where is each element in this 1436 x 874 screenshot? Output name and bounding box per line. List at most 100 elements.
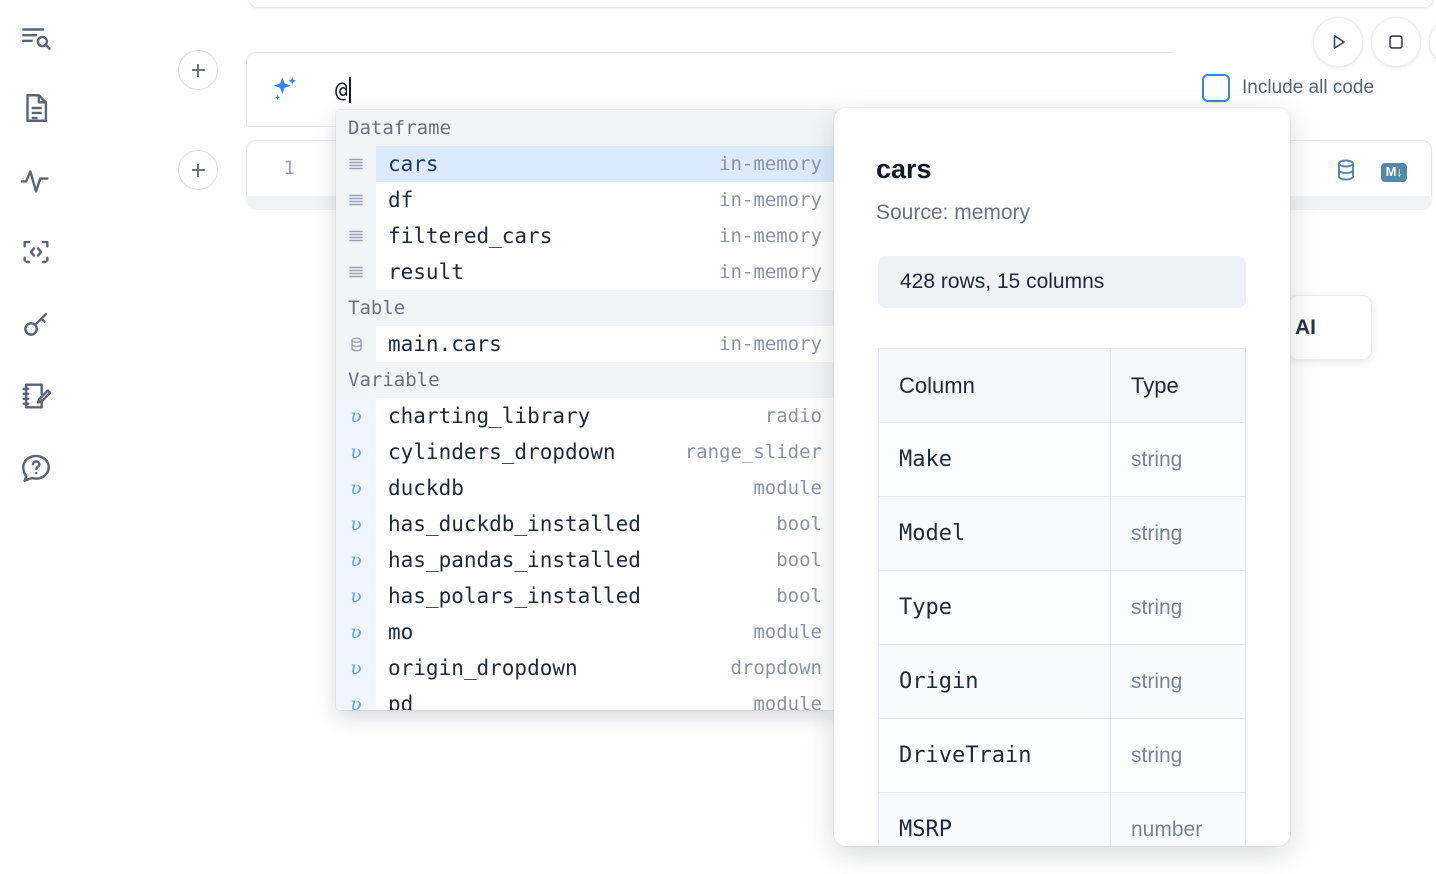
autocomplete-item-kind: bool bbox=[776, 513, 822, 535]
autocomplete-item[interactable]: ʋ has_duckdb_installed bool bbox=[336, 506, 836, 542]
autocomplete-item-name: has_duckdb_installed bbox=[388, 512, 641, 536]
autocomplete-item-kind: in-memory bbox=[719, 333, 822, 355]
variable-icon: ʋ bbox=[336, 542, 376, 578]
variable-icon: ʋ bbox=[336, 650, 376, 686]
schema-column-name: Make bbox=[878, 422, 1111, 497]
variable-icon: ʋ bbox=[336, 686, 376, 710]
dataframe-rows-icon bbox=[336, 182, 376, 218]
autocomplete-item-name: origin_dropdown bbox=[388, 656, 578, 680]
autocomplete-item[interactable]: ʋ charting_library radio bbox=[336, 398, 836, 434]
schema-column-type: string bbox=[1110, 644, 1246, 719]
code-snippet-icon[interactable] bbox=[12, 228, 60, 276]
autocomplete-item-name: result bbox=[388, 260, 464, 284]
schema-type-header: Type bbox=[1110, 348, 1246, 423]
activity-icon[interactable] bbox=[12, 156, 60, 204]
text-caret bbox=[348, 77, 351, 103]
schema-column-name: DriveTrain bbox=[878, 718, 1111, 793]
autocomplete-item-name: main.cars bbox=[388, 332, 502, 356]
more-actions-button[interactable] bbox=[1429, 17, 1436, 67]
database-table-icon bbox=[336, 326, 376, 362]
run-button[interactable] bbox=[1313, 17, 1363, 67]
variable-icon: ʋ bbox=[336, 398, 376, 434]
autocomplete-item-name: has_pandas_installed bbox=[388, 548, 641, 572]
key-icon[interactable] bbox=[12, 300, 60, 348]
sidebar-rail bbox=[0, 0, 72, 874]
autocomplete-group-header: Variable bbox=[336, 362, 836, 398]
autocomplete-item[interactable]: ʋ has_pandas_installed bool bbox=[336, 542, 836, 578]
ai-prompt-value: @ bbox=[335, 78, 348, 102]
include-all-code-row[interactable]: Include all code bbox=[1202, 74, 1374, 102]
markdown-icon[interactable]: M↓ bbox=[1380, 163, 1407, 182]
database-icon[interactable] bbox=[1333, 157, 1359, 188]
autocomplete-item-kind: dropdown bbox=[730, 657, 822, 679]
scratchpad-edit-icon[interactable] bbox=[12, 372, 60, 420]
ai-sparkles-icon bbox=[269, 73, 301, 105]
dataframe-rows-icon bbox=[336, 218, 376, 254]
autocomplete-item-kind: in-memory bbox=[719, 225, 822, 247]
autocomplete-group-header: Table bbox=[336, 290, 836, 326]
variable-icon: ʋ bbox=[336, 506, 376, 542]
outline-search-icon[interactable] bbox=[12, 14, 60, 62]
autocomplete-item-kind: range_slider bbox=[684, 441, 822, 463]
autocomplete-item-name: duckdb bbox=[388, 476, 464, 500]
autocomplete-item-name: charting_library bbox=[388, 404, 591, 428]
add-cell-below-button[interactable] bbox=[178, 150, 218, 190]
autocomplete-item-kind: radio bbox=[764, 405, 822, 427]
autocomplete-item-kind: module bbox=[753, 693, 822, 710]
ai-pill-label: AI bbox=[1295, 315, 1316, 339]
cell-action-icons: M↓ bbox=[1333, 157, 1407, 188]
autocomplete-item[interactable]: filtered_cars in-memory bbox=[336, 218, 836, 254]
previous-cell-edge bbox=[248, 0, 1434, 8]
autocomplete-item[interactable]: ʋ origin_dropdown dropdown bbox=[336, 650, 836, 686]
detail-shape-badge: 428 rows, 15 columns bbox=[878, 256, 1246, 308]
autocomplete-item-name: cars bbox=[388, 152, 439, 176]
autocomplete-item-kind: module bbox=[753, 621, 822, 643]
help-chat-icon[interactable] bbox=[12, 444, 60, 492]
variable-icon: ʋ bbox=[336, 470, 376, 506]
add-cell-above-button[interactable] bbox=[178, 50, 218, 90]
schema-column-type: string bbox=[1110, 718, 1246, 793]
schema-column-type: string bbox=[1110, 422, 1246, 497]
file-text-icon[interactable] bbox=[12, 84, 60, 132]
schema-column-type: string bbox=[1110, 496, 1246, 571]
detail-panel: cars Source: memory 428 rows, 15 columns… bbox=[834, 108, 1290, 846]
detail-source: Source: memory bbox=[876, 201, 1031, 224]
ai-prompt-input[interactable]: @ bbox=[335, 73, 351, 107]
autocomplete-item-name: has_polars_installed bbox=[388, 584, 641, 608]
autocomplete-item[interactable]: ʋ has_polars_installed bool bbox=[336, 578, 836, 614]
autocomplete-group-header: Dataframe bbox=[336, 110, 836, 146]
dataframe-rows-icon bbox=[336, 146, 376, 182]
autocomplete-item-kind: in-memory bbox=[719, 189, 822, 211]
line-number: 1 bbox=[283, 157, 295, 179]
variable-icon: ʋ bbox=[336, 578, 376, 614]
schema-column-type: number bbox=[1110, 792, 1246, 846]
autocomplete-item-kind: bool bbox=[776, 585, 822, 607]
schema-column-name: Type bbox=[878, 570, 1111, 645]
ai-suggestion-pill[interactable]: AI bbox=[1288, 295, 1372, 360]
schema-column-type: string bbox=[1110, 570, 1246, 645]
schema-table-header-row: Column Type bbox=[878, 348, 1246, 423]
schema-column-name: Model bbox=[878, 496, 1111, 571]
variable-icon: ʋ bbox=[336, 614, 376, 650]
stop-button[interactable] bbox=[1371, 17, 1421, 67]
autocomplete-item-name: cylinders_dropdown bbox=[388, 440, 616, 464]
include-all-code-checkbox[interactable] bbox=[1202, 74, 1230, 102]
autocomplete-item[interactable]: main.cars in-memory bbox=[336, 326, 836, 362]
autocomplete-item-name: filtered_cars bbox=[388, 224, 553, 248]
autocomplete-item-kind: bool bbox=[776, 549, 822, 571]
